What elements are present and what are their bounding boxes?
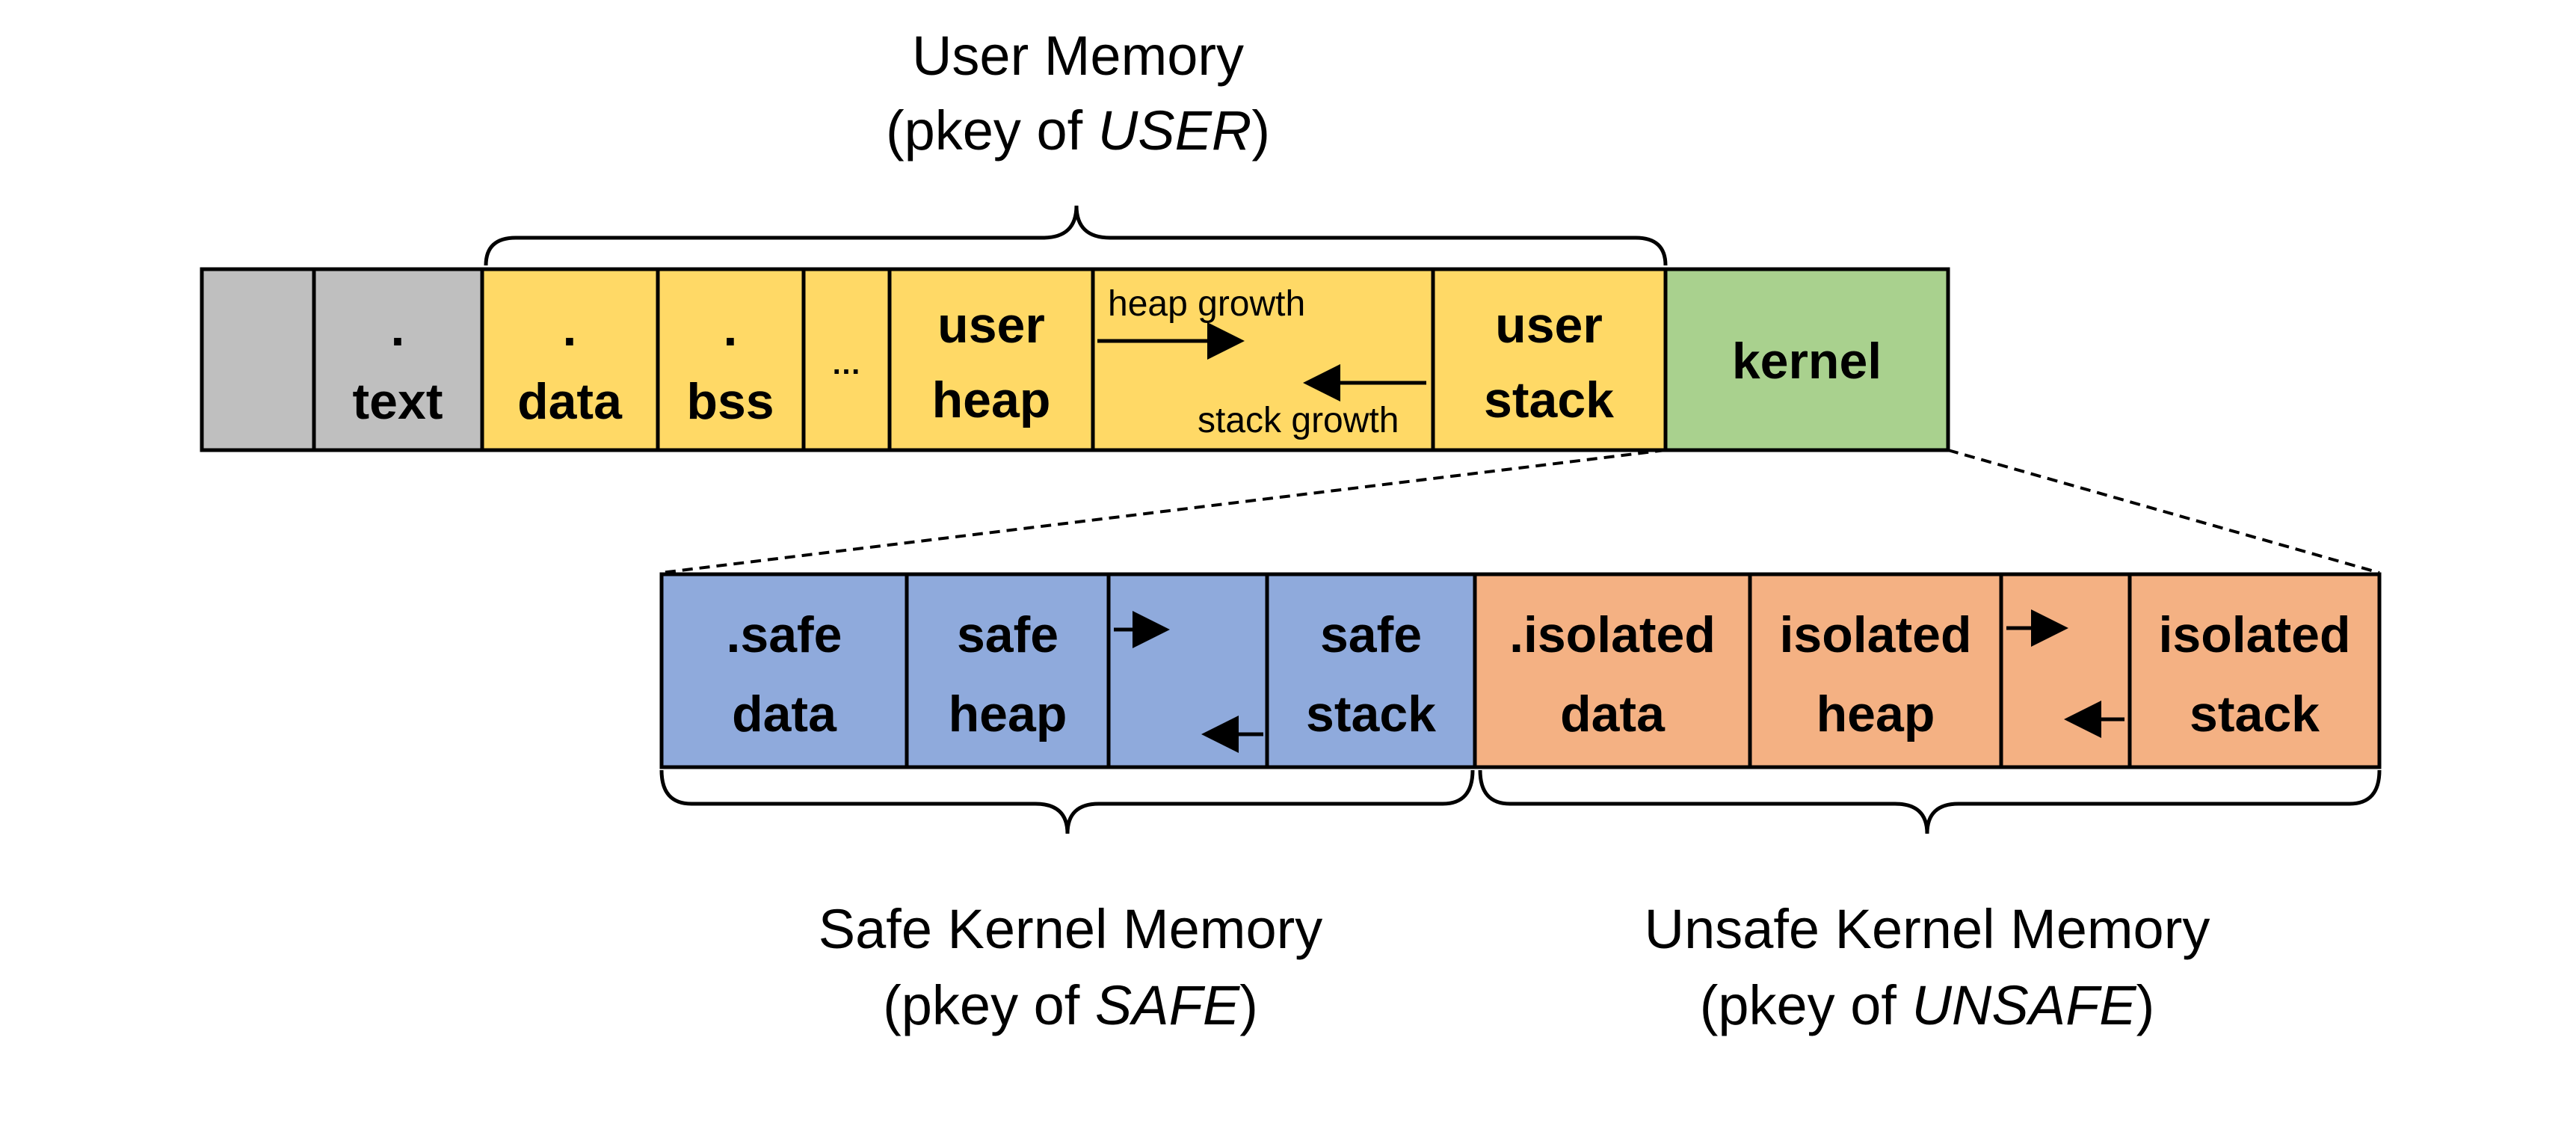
svg-text:.: . bbox=[563, 300, 577, 357]
svg-text:.safe: .safe bbox=[727, 606, 842, 663]
kernel-segment: kernel bbox=[1663, 267, 1950, 452]
svg-text:data: data bbox=[732, 686, 837, 742]
svg-text:.isolated: .isolated bbox=[1509, 606, 1716, 663]
data-segment: . data bbox=[480, 267, 660, 452]
svg-text:stack: stack bbox=[2190, 686, 2320, 742]
svg-text:safe: safe bbox=[1320, 606, 1422, 663]
safe-data-segment: .safe data bbox=[659, 572, 909, 769]
kernel-memory-row: .safe data safe heap safe stack .isolate… bbox=[659, 572, 2382, 769]
svg-text:bss: bss bbox=[686, 373, 774, 430]
svg-text:user: user bbox=[1495, 297, 1603, 354]
svg-text:heap: heap bbox=[932, 372, 1051, 428]
stack-growth-label: stack growth bbox=[1198, 401, 1399, 440]
svg-text:data: data bbox=[1560, 686, 1666, 742]
isolated-gap-segment bbox=[1999, 572, 2132, 769]
isolated-heap-segment: isolated heap bbox=[1748, 572, 2003, 769]
svg-text:user: user bbox=[937, 297, 1045, 354]
svg-text:.: . bbox=[391, 300, 405, 357]
user-memory-brace bbox=[484, 205, 1668, 266]
user-heap-segment: user heap bbox=[887, 267, 1095, 452]
svg-text:safe: safe bbox=[957, 606, 1059, 663]
reserved-segment bbox=[200, 267, 316, 452]
svg-text:heap: heap bbox=[1817, 686, 1935, 742]
ellipsis-segment: … bbox=[801, 267, 892, 452]
svg-text:stack: stack bbox=[1306, 686, 1436, 742]
svg-text:.: . bbox=[724, 300, 738, 357]
bss-segment: . bss bbox=[656, 267, 806, 452]
user-memory-row: . text . data . bss … user heap heap gro… bbox=[200, 267, 1950, 452]
unsafe-kernel-title: Unsafe Kernel Memory bbox=[1645, 898, 2210, 960]
safe-kernel-brace bbox=[659, 769, 1475, 834]
safe-stack-segment: safe stack bbox=[1265, 572, 1477, 769]
unsafe-kernel-pkey: (pkey of UNSAFE) bbox=[1700, 974, 2155, 1036]
svg-text:kernel: kernel bbox=[1732, 333, 1882, 390]
safe-kernel-pkey: (pkey of SAFE) bbox=[883, 974, 1258, 1036]
safe-kernel-title: Safe Kernel Memory bbox=[819, 898, 1323, 960]
user-stack-segment: user stack bbox=[1431, 267, 1668, 452]
svg-text:text: text bbox=[353, 373, 443, 430]
user-memory-title: User Memory bbox=[912, 25, 1244, 87]
svg-text:isolated: isolated bbox=[2159, 606, 2351, 663]
isolated-data-segment: .isolated data bbox=[1473, 572, 1752, 769]
isolated-stack-segment: isolated stack bbox=[2127, 572, 2382, 769]
svg-text:…: … bbox=[831, 348, 861, 381]
unsafe-kernel-brace bbox=[1478, 769, 2382, 834]
svg-text:heap: heap bbox=[949, 686, 1067, 742]
growth-gap-segment: heap growth stack growth bbox=[1091, 267, 1435, 452]
safe-gap-segment bbox=[1106, 572, 1269, 769]
text-segment: . text bbox=[312, 267, 484, 452]
svg-text:stack: stack bbox=[1484, 372, 1614, 428]
user-memory-pkey: (pkey of USER) bbox=[886, 99, 1270, 162]
safe-heap-segment: safe heap bbox=[905, 572, 1111, 769]
svg-text:data: data bbox=[517, 373, 623, 430]
svg-text:isolated: isolated bbox=[1780, 606, 1972, 663]
heap-growth-label: heap growth bbox=[1108, 284, 1305, 324]
zoom-line-right bbox=[1947, 449, 2380, 574]
zoom-line-left bbox=[661, 449, 1666, 574]
